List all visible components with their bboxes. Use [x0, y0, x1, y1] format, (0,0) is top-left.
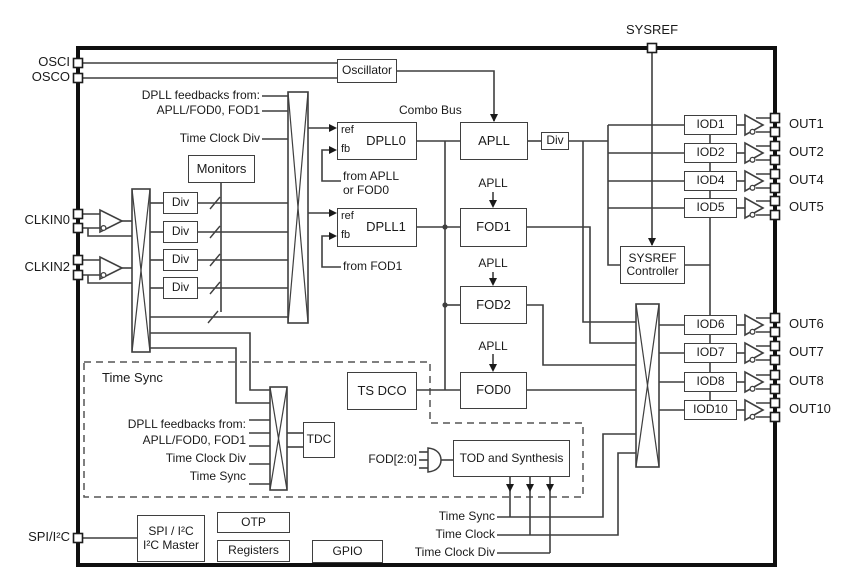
invert-bubble-icon [749, 184, 756, 191]
crossbar-diagonal [269, 386, 288, 491]
invert-bubble-icon [749, 156, 756, 163]
arrowhead [489, 364, 497, 372]
arrowhead [489, 200, 497, 208]
pin-out8-n [769, 383, 781, 395]
arrowhead [489, 278, 497, 286]
pin-osci [72, 57, 84, 69]
pin-spi-i2c [72, 532, 84, 544]
pin-out4-n [769, 182, 781, 194]
pin-clkin0-p [72, 208, 84, 220]
arrowhead [329, 146, 337, 154]
wire [397, 70, 495, 121]
time-sync-dashed-region [83, 361, 584, 498]
wire [321, 149, 341, 182]
crossbar-diagonal [131, 188, 151, 353]
pin-out6-p [769, 312, 781, 324]
invert-bubble-icon [100, 224, 107, 232]
wire [321, 235, 341, 268]
pin-out1-p [769, 112, 781, 124]
wire [150, 347, 270, 404]
arrowhead [546, 484, 554, 492]
pin-out5-n [769, 209, 781, 221]
bus-slash [209, 253, 221, 267]
pin-out10-p [769, 397, 781, 409]
wire [497, 433, 636, 518]
wire [527, 304, 636, 366]
invert-bubble-icon [749, 211, 756, 218]
wire [497, 452, 636, 536]
pin-out4-p [769, 168, 781, 180]
pin-out6-n [769, 326, 781, 338]
invert-bubble-icon [749, 385, 756, 392]
crossbar-diagonal [287, 91, 309, 324]
bus-slash [209, 281, 221, 295]
bus-slash [207, 310, 219, 324]
bus-slash [209, 225, 221, 239]
arrowhead [648, 238, 656, 246]
arrowhead [329, 124, 337, 132]
invert-bubble-icon [749, 356, 756, 363]
invert-bubble-icon [749, 413, 756, 420]
arrowhead [506, 484, 514, 492]
pin-clkin0-n [72, 222, 84, 234]
pin-out8-p [769, 369, 781, 381]
invert-bubble-icon [749, 328, 756, 335]
pin-out1-n [769, 126, 781, 138]
arrowhead [490, 114, 498, 122]
wire [87, 275, 132, 284]
crossbar-diagonal [635, 303, 660, 468]
wire [582, 141, 636, 323]
wire [150, 332, 270, 391]
junction-dot [442, 302, 448, 308]
arrowhead [329, 209, 337, 217]
pin-out2-p [769, 140, 781, 152]
pin-out7-p [769, 340, 781, 352]
pin-out5-p [769, 195, 781, 207]
invert-bubble-icon [749, 128, 756, 135]
pin-out10-n [769, 411, 781, 423]
pin-out7-n [769, 354, 781, 366]
wire [607, 125, 620, 266]
pin-out2-n [769, 154, 781, 166]
pin-clkin2-p [72, 254, 84, 266]
pin-clkin2-n [72, 269, 84, 281]
junction-dot [442, 224, 448, 230]
wire [87, 228, 132, 237]
arrowhead [329, 232, 337, 240]
pin-sysref [646, 42, 658, 54]
arrowhead [526, 484, 534, 492]
wire [527, 226, 636, 344]
bus-merge-funnel-icon [427, 447, 442, 473]
invert-bubble-icon [100, 271, 107, 279]
pin-osco [72, 72, 84, 84]
bus-slash [209, 196, 221, 210]
chip-outline [76, 46, 777, 567]
